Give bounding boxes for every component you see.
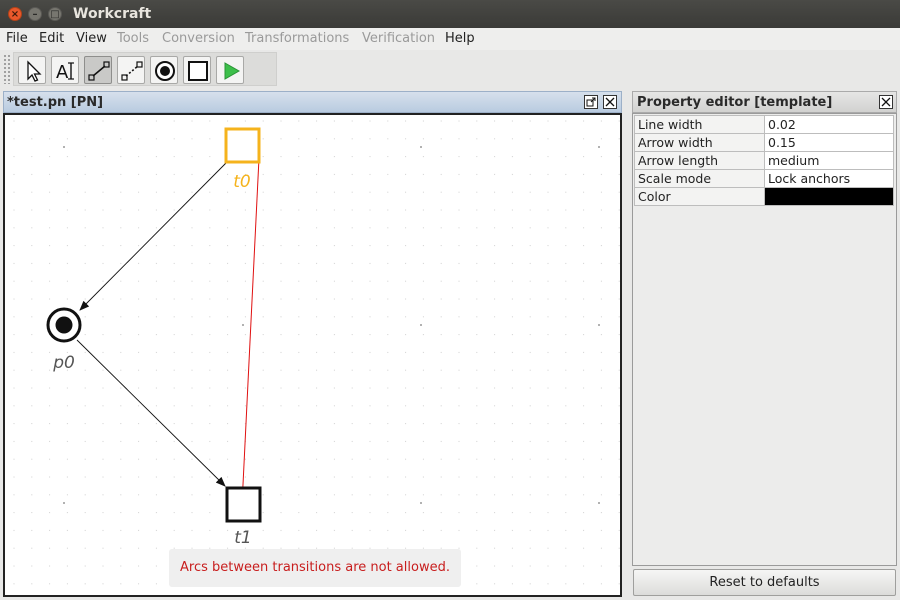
property-row: Arrow width 0.15 (634, 133, 894, 152)
property-key: Color (634, 187, 765, 206)
scale-mode-value[interactable]: Lock anchors (764, 169, 894, 188)
undock-icon[interactable] (584, 95, 598, 109)
menu-transformations[interactable]: Transformations (245, 31, 350, 46)
place-icon (155, 61, 175, 81)
read-arc-icon (121, 61, 143, 81)
transition-tool-button[interactable] (183, 56, 211, 84)
close-property-editor-icon[interactable] (879, 95, 893, 109)
property-editor-panel: Property editor [template] Line width 0.… (629, 88, 900, 600)
window-title: Workcraft (73, 6, 152, 22)
arc-t0-p0[interactable] (79, 161, 228, 311)
menu-view[interactable]: View (76, 31, 107, 46)
transition-t1[interactable] (225, 486, 262, 523)
menu-bar: File Edit View Tools Conversion Transfor… (0, 28, 900, 50)
property-editor-header: Property editor [template] (632, 91, 897, 113)
property-row: Color (634, 187, 894, 206)
error-message: Arcs between transitions are not allowed… (180, 560, 450, 575)
property-row: Arrow length medium (634, 151, 894, 170)
window-minimize-button[interactable]: – (28, 7, 42, 21)
simulate-play-icon (224, 62, 241, 80)
simulate-tool-button[interactable] (216, 56, 244, 84)
property-key: Line width (634, 115, 765, 134)
transition-icon (188, 61, 208, 81)
menu-file[interactable]: File (6, 31, 28, 46)
arrow-length-value[interactable]: medium (764, 151, 894, 170)
text-note-icon: A (56, 62, 74, 82)
property-key: Scale mode (634, 169, 765, 188)
svg-text:A: A (56, 62, 69, 82)
petri-net-canvas[interactable]: t0 p0 t1 (5, 115, 620, 595)
property-key: Arrow width (634, 133, 765, 152)
property-table: Line width 0.02 Arrow width 0.15 Arrow l… (634, 115, 894, 206)
window-maximize-button[interactable]: □ (48, 7, 62, 21)
property-row: Scale mode Lock anchors (634, 169, 894, 188)
close-editor-icon[interactable] (603, 95, 617, 109)
connect-tool-button[interactable] (84, 56, 112, 84)
menu-tools[interactable]: Tools (117, 31, 150, 46)
token-icon (55, 316, 73, 334)
arc-p0-t1[interactable] (76, 339, 226, 487)
window-title-bar: × – □ Workcraft (0, 0, 900, 28)
transition-t1-label: t1 (234, 528, 251, 548)
reset-to-defaults-button[interactable]: Reset to defaults (633, 569, 896, 596)
toolbar-grip[interactable] (3, 54, 11, 84)
editor-tab-header: *test.pn [PN] (3, 91, 622, 113)
tool-strip: A (13, 52, 277, 86)
canvas-grid (5, 115, 620, 595)
editor-panel: *test.pn [PN] (0, 88, 627, 600)
menu-verification[interactable]: Verification (362, 31, 436, 46)
place-tool-button[interactable] (150, 56, 178, 84)
color-swatch[interactable] (764, 187, 894, 206)
read-arc-tool-button[interactable] (117, 56, 145, 84)
arrow-width-value[interactable]: 0.15 (764, 133, 894, 152)
menu-help[interactable]: Help (445, 31, 475, 46)
editor-title: *test.pn [PN] (7, 95, 104, 110)
select-arrow-icon (27, 60, 42, 82)
transition-t0-label: t0 (233, 172, 250, 192)
toolbar: A (0, 50, 900, 88)
menu-edit[interactable]: Edit (39, 31, 65, 46)
menu-conversion[interactable]: Conversion (162, 31, 235, 46)
connect-icon (88, 61, 110, 81)
place-p0-label: p0 (52, 353, 75, 373)
editor-canvas[interactable]: t0 p0 t1 Arcs between transitions are no… (3, 113, 622, 597)
text-note-tool-button[interactable]: A (51, 56, 79, 84)
property-key: Arrow length (634, 151, 765, 170)
property-table-area: Line width 0.02 Arrow width 0.15 Arrow l… (632, 113, 897, 566)
line-width-value[interactable]: 0.02 (764, 115, 894, 134)
property-row: Line width 0.02 (634, 115, 894, 134)
window-close-button[interactable]: × (8, 7, 22, 21)
select-tool-button[interactable] (18, 56, 46, 84)
pending-arc-t0-t1 (241, 157, 260, 506)
transition-t0[interactable] (224, 127, 261, 164)
error-toast: Arcs between transitions are not allowed… (169, 549, 461, 587)
property-editor-title: Property editor [template] (637, 95, 833, 110)
